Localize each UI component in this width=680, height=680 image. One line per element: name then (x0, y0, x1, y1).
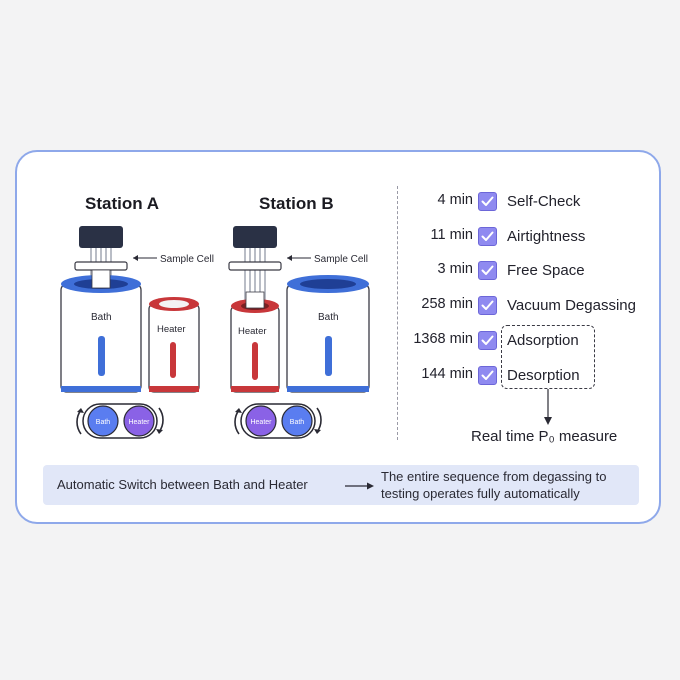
heater-container: Heater (230, 291, 280, 393)
bath-container: Bath (286, 275, 370, 393)
bath-circle-label: Bath (96, 419, 111, 426)
check-icon (478, 366, 497, 385)
check-icon (478, 227, 497, 246)
bath-circle-label: Bath (290, 419, 305, 426)
right-arrow-icon (345, 482, 374, 490)
process-card: Station A Station B Sample Cell Bath (15, 150, 661, 524)
cell-cap (233, 226, 277, 248)
bath-label: Bath (318, 312, 339, 323)
switch-indicator: Bath Heater (76, 403, 164, 439)
station-b-title: Station B (259, 194, 334, 213)
heater-circle (123, 405, 155, 437)
summary-bar: Automatic Switch between Bath and Heater… (43, 465, 639, 505)
check-icon (478, 331, 497, 350)
sample-cell-clamp (74, 261, 128, 271)
heater-circle-label: Heater (250, 419, 272, 426)
bath-circle (87, 405, 119, 437)
station-a-illustration: Sample Cell Bath Heater Bath Heater (60, 226, 214, 439)
step-time-airtightness: 11 min (430, 227, 473, 243)
step-label-free-space: Free Space (507, 262, 585, 279)
bath-container: Bath (60, 269, 142, 393)
step-time-vacuum-degassing: 258 min (421, 296, 473, 312)
step-time-self-check: 4 min (437, 192, 473, 208)
bath-label: Bath (91, 312, 112, 323)
step-time-free-space: 3 min (437, 261, 473, 277)
step-label-vacuum-degassing: Vacuum Degassing (507, 297, 636, 314)
check-icon (478, 296, 497, 315)
p0-measure-bracket (501, 325, 595, 389)
heater-circle-label: Heater (128, 419, 150, 426)
realtime-p0-label: Real time P₀ measure (471, 428, 618, 445)
heater-circle (245, 405, 277, 437)
step-label-desorption: Desorption (507, 367, 580, 384)
step-label-adsorption: Adsorption (507, 332, 579, 349)
summary-right-text: The entire sequence from degassing to te… (381, 469, 607, 501)
switch-indicator: Heater Bath (234, 403, 322, 439)
step-time-desorption: 144 min (421, 366, 473, 382)
section-divider (397, 186, 398, 440)
bath-circle (281, 405, 313, 437)
heater-label: Heater (238, 326, 267, 337)
station-a-title: Station A (85, 194, 159, 213)
heater-label: Heater (157, 324, 186, 335)
step-time-adsorption: 1368 min (413, 331, 473, 347)
check-icon (478, 192, 497, 211)
cell-cap (79, 226, 123, 248)
step-label-self-check: Self-Check (507, 193, 581, 210)
heater-container: Heater (148, 297, 200, 393)
summary-left-text: Automatic Switch between Bath and Heater (57, 477, 308, 492)
down-arrow-icon (544, 389, 552, 425)
check-icon (478, 261, 497, 280)
sample-cell-label: Sample Cell (160, 254, 214, 265)
sample-cell-label: Sample Cell (314, 254, 368, 265)
station-b-illustration: Sample Cell Heater Bath Heater Bath (228, 226, 370, 439)
step-label-airtightness: Airtightness (507, 228, 586, 245)
sample-cell-clamp (228, 261, 282, 271)
